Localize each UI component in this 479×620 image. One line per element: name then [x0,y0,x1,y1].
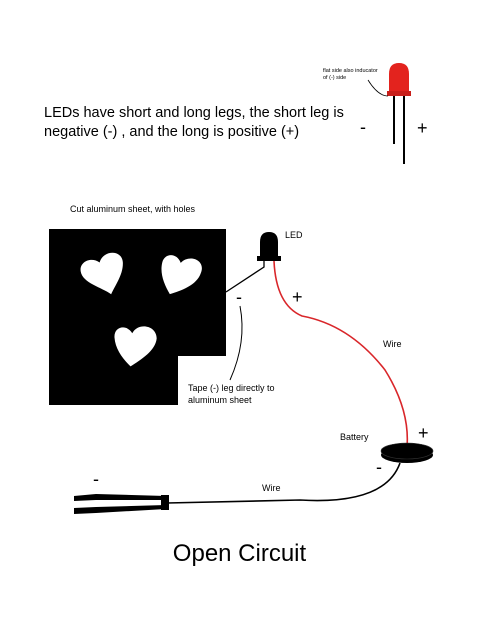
heart-hole-right [161,255,202,295]
tape-pointer-line [229,305,243,381]
minus-sign-battery: - [376,457,382,477]
tweezer-arm-bottom [74,505,166,514]
plus-sign-led-top: + [417,118,428,138]
tweezer-hinge [161,495,169,510]
heart-hole-bottom [114,326,157,367]
aluminum-sheet [49,229,226,405]
sheet-label: Cut aluminum sheet, with holes [70,204,196,214]
led-circuit [225,232,409,448]
minus-sign-tweezer: - [93,469,99,489]
led-body-red [389,63,409,94]
flat-side-note: flat side also inducator of (-) side [323,68,378,81]
minus-sign-led-top: - [360,117,366,137]
tweezer-arm-top [74,494,166,501]
black-wire [166,462,401,504]
led-label: LED [285,230,303,240]
led-rim-red [387,91,411,96]
tape-note: Tape (-) leg directly to aluminum sheet [188,383,275,405]
led-positive-leg-red-wire [273,260,409,448]
led-illustration-top [367,63,411,164]
flat-side-pointer [367,79,389,97]
led-rim-black [257,256,281,261]
led-negative-leg [225,261,265,293]
plus-sign-led-circuit: + [292,287,303,307]
heart-hole-left [80,252,123,295]
battery-label: Battery [340,432,369,442]
tweezer-probe [74,494,169,514]
sheet-shape [49,229,226,405]
battery [380,442,434,463]
wire-label-bottom: Wire [262,483,281,493]
wire-label-top: Wire [383,339,402,349]
diagram-title: Open Circuit [172,540,307,567]
plus-sign-battery: + [418,423,429,443]
battery-top [380,442,434,460]
intro-text: LEDs have short and long legs, the short… [44,105,344,140]
led-body-black [260,232,278,257]
minus-sign-led-circuit: - [236,287,242,307]
